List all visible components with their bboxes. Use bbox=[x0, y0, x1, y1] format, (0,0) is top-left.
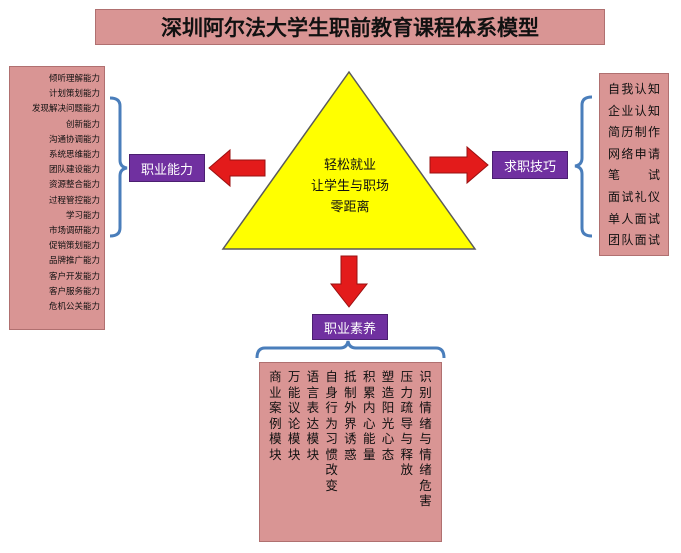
list-item: 识别情绪与情绪危害 bbox=[419, 369, 432, 508]
left-bracket bbox=[109, 96, 128, 238]
list-item: 网络申请 bbox=[608, 146, 660, 161]
bottom-bracket bbox=[255, 340, 446, 359]
list-item: 自身行为习惯改变 bbox=[325, 369, 338, 493]
slogan-line: 零距离 bbox=[330, 200, 370, 215]
professional-quality-label: 职业素养 bbox=[312, 314, 388, 340]
bottom-quality-list: 商业案例模块 万能议论模块 语言表达模块 自身行为习惯改变 抵制外界诱惑 积累内… bbox=[259, 362, 442, 542]
list-item: 压力疏导与释放 bbox=[400, 369, 413, 477]
right-arrow bbox=[429, 145, 489, 185]
list-item: 计划策划能力 bbox=[48, 89, 100, 100]
list-item: 企业认知 bbox=[608, 103, 660, 118]
list-item: 万能议论模块 bbox=[287, 369, 301, 462]
list-item: 简历制作 bbox=[608, 125, 660, 140]
left-ability-list: 倾听理解能力 计划策划能力 发现解决问题能力 创新能力 沟通协调能力 系统思维能… bbox=[9, 66, 105, 330]
slogan-line: 轻松就业 bbox=[323, 158, 376, 173]
left-arrow bbox=[208, 148, 266, 188]
down-arrow bbox=[329, 255, 369, 308]
right-bracket bbox=[574, 95, 593, 238]
list-item: 倾听理解能力 bbox=[48, 74, 100, 84]
list-item: 学习能力 bbox=[65, 210, 100, 221]
right-skill-list: 自我认知 企业认知 简历制作 网络申请 笔试 面试礼仪 单人面试 团队面试 bbox=[599, 73, 669, 256]
list-item: 笔试 bbox=[608, 168, 660, 183]
list-item: 语言表达模块 bbox=[306, 369, 320, 462]
list-item: 发现解决问题能力 bbox=[31, 104, 100, 115]
list-item: 客户服务能力 bbox=[48, 286, 100, 297]
job-skills-label: 求职技巧 bbox=[492, 151, 568, 179]
career-ability-label: 职业能力 bbox=[129, 154, 205, 182]
list-item: 面试礼仪 bbox=[608, 189, 660, 204]
list-item: 促销策划能力 bbox=[48, 241, 100, 252]
list-item: 商业案例模块 bbox=[269, 369, 282, 462]
list-item: 资源整合能力 bbox=[48, 180, 100, 191]
center-slogan: 轻松就业 让学生与职场 零距离 bbox=[290, 155, 410, 218]
list-item: 塑造阳光心态 bbox=[381, 369, 395, 462]
list-item: 品牌推广能力 bbox=[48, 256, 100, 267]
list-item: 沟通协调能力 bbox=[48, 134, 100, 145]
list-item: 单人面试 bbox=[608, 211, 660, 226]
center-triangle bbox=[221, 70, 477, 250]
list-item: 抵制外界诱惑 bbox=[344, 369, 357, 462]
list-item: 创新能力 bbox=[65, 119, 100, 130]
list-item: 团队建设能力 bbox=[48, 165, 100, 176]
list-item: 过程管控能力 bbox=[48, 195, 100, 206]
list-item: 积累内心能量 bbox=[362, 369, 376, 462]
list-item: 团队面试 bbox=[608, 233, 660, 248]
list-item: 市场调研能力 bbox=[48, 226, 100, 237]
list-item: 自我认知 bbox=[608, 82, 660, 96]
slogan-line: 让学生与职场 bbox=[310, 179, 389, 194]
page-title: 深圳阿尔法大学生职前教育课程体系模型 bbox=[95, 9, 605, 45]
list-item: 系统思维能力 bbox=[48, 150, 100, 161]
list-item: 客户开发能力 bbox=[48, 271, 100, 282]
list-item: 危机公关能力 bbox=[48, 302, 100, 313]
